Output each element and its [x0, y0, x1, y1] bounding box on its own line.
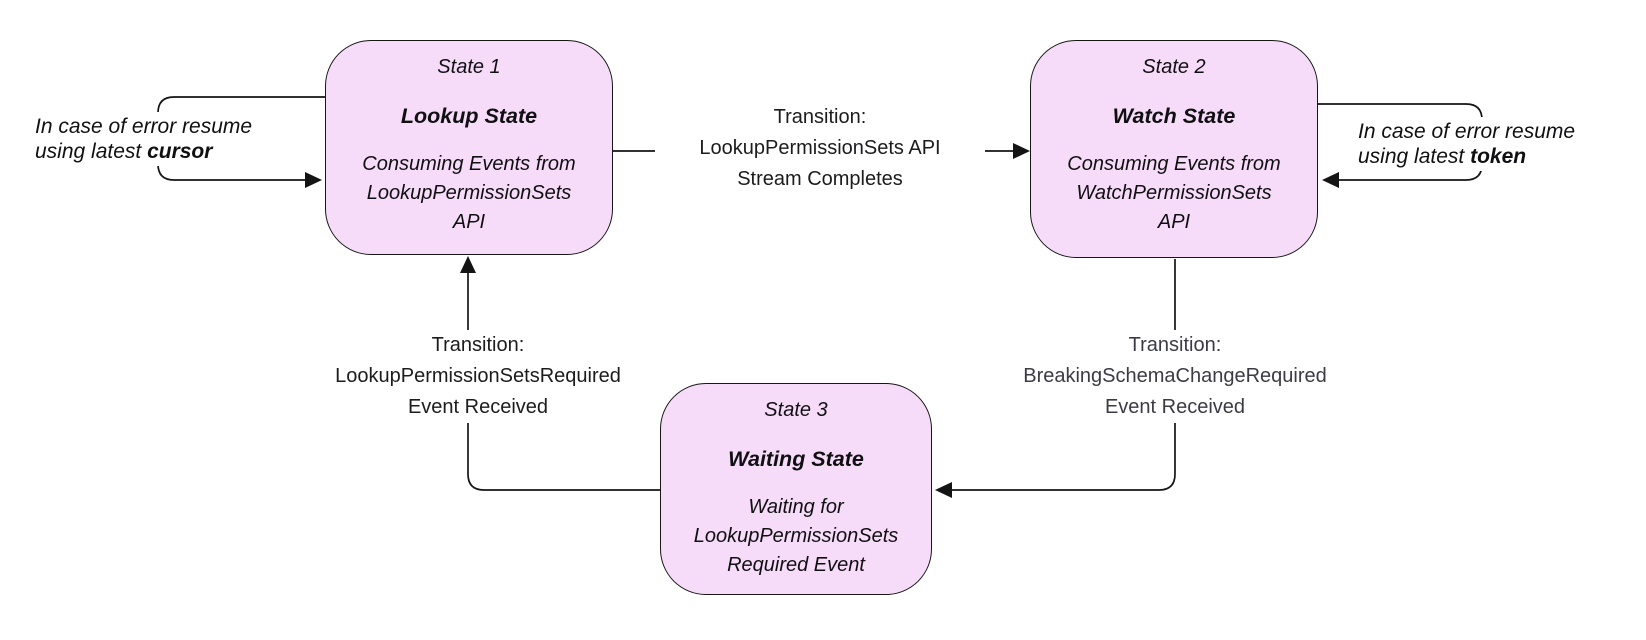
arrowhead-up-icon: [460, 256, 476, 273]
transition-label-breaking-schema-change: Transition: BreakingSchemaChangeRequired…: [1005, 330, 1345, 423]
arrowhead-left-icon: [1322, 172, 1339, 188]
arrowhead-left-icon: [935, 482, 952, 498]
arrowhead-right-icon: [1013, 143, 1030, 159]
state-title: Watch State: [1112, 104, 1236, 128]
error-note-keyword: cursor: [147, 140, 213, 163]
state-description: Consuming Events from LookupPermissionSe…: [362, 153, 576, 233]
state-title: Waiting State: [728, 447, 864, 471]
arrow-state2-to-state3: [935, 259, 1176, 498]
error-note-line2: using latest: [35, 140, 148, 163]
error-note-keyword: token: [1470, 145, 1527, 168]
state-node-lookup: State 1 Lookup State Consuming Events fr…: [325, 40, 613, 255]
arrowhead-right-icon: [305, 172, 322, 188]
state-number: State 2: [1142, 56, 1206, 78]
transition-label-lookup-required: Transition: LookupPermissionSetsRequired…: [308, 330, 648, 423]
state-node-watch: State 2 Watch State Consuming Events fro…: [1030, 40, 1318, 258]
transition-label-stream-completes: Transition: LookupPermissionSets API Str…: [655, 102, 985, 195]
arrow-state3-to-state1: [460, 256, 662, 491]
state-description: Waiting for LookupPermissionSets Require…: [693, 496, 899, 576]
state-number: State 3: [764, 399, 828, 421]
state-title: Lookup State: [400, 104, 538, 128]
state-number: State 1: [437, 56, 501, 78]
error-note-line1: In case of error resume: [1358, 120, 1576, 143]
error-note-line1: In case of error resume: [35, 115, 253, 138]
error-note-cursor: In case of error resume using latest cur…: [35, 112, 257, 166]
error-note-token: In case of error resume using latest tok…: [1358, 117, 1580, 171]
state-description: Consuming Events from WatchPermissionSet…: [1067, 153, 1281, 233]
error-note-line2: using latest: [1358, 145, 1471, 168]
state-node-waiting: State 3 Waiting State Waiting for Lookup…: [660, 383, 932, 595]
